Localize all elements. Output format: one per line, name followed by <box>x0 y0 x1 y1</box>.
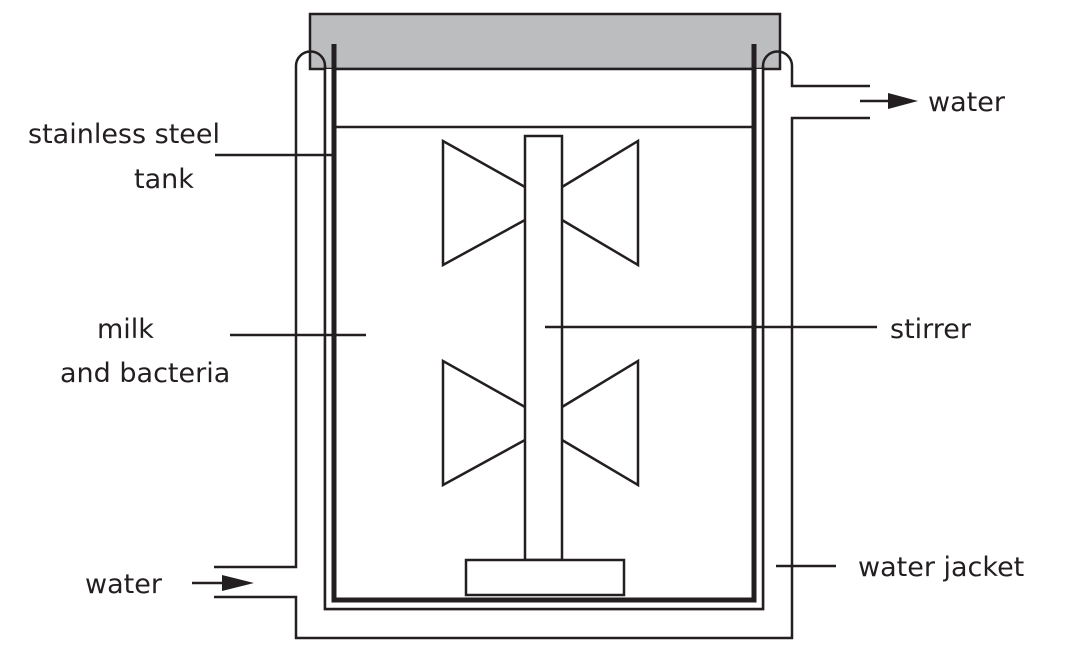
water-jacket-inner-wall <box>323 66 765 611</box>
label-water-out: water <box>928 87 1006 118</box>
label-milk: milk <box>97 314 154 345</box>
label-stainless-steel: stainless steel <box>28 119 220 150</box>
label-tank: tank <box>134 164 194 195</box>
label-and-bacteria: and bacteria <box>60 358 230 389</box>
lower-right-blade <box>561 358 640 488</box>
label-water-in: water <box>85 569 163 600</box>
stainless-steel-tank <box>331 44 757 603</box>
water-in-arrowhead-icon <box>222 575 254 591</box>
upper-left-blade <box>441 138 526 268</box>
label-stirrer: stirrer <box>890 314 972 345</box>
label-water-jacket: water jacket <box>858 552 1024 583</box>
lower-left-blade <box>441 358 526 488</box>
stirrer-shaft <box>523 134 564 562</box>
water-out-arrowhead-icon <box>888 93 918 109</box>
stirrer-base <box>464 558 626 597</box>
lid <box>308 12 782 71</box>
upper-right-blade <box>561 138 640 268</box>
water-jacket-outer-bottom <box>214 116 870 640</box>
